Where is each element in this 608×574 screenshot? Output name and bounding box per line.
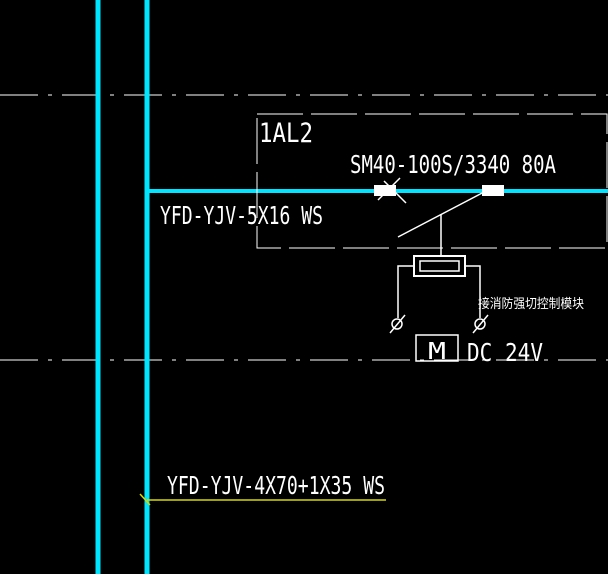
panel-label: 1AL2 <box>259 118 313 149</box>
terminal-right <box>474 318 486 330</box>
terminal-left <box>391 318 403 330</box>
breaker-x-mark-b <box>377 177 401 201</box>
motor-box <box>415 334 459 362</box>
terminal-left-slash <box>389 314 406 334</box>
voltage-label: DC 24V <box>467 338 543 367</box>
breaker-contact-left <box>374 185 396 196</box>
breaker-blade <box>397 190 487 238</box>
control-module-note: 接消防强切控制模块 <box>478 296 584 312</box>
cable-label-lower: YFD-YJV-4X70+1X35 WS <box>167 471 385 500</box>
breaker-contact-right <box>482 185 504 196</box>
leader-tick <box>139 493 151 506</box>
cable-label-upper: YFD-YJV-5X16 WS <box>160 201 323 230</box>
trip-coil-inner <box>419 260 460 272</box>
breaker-label: SM40-100S/3340 80A <box>350 150 556 179</box>
panel-box <box>256 113 608 249</box>
trip-coil-outer <box>413 255 466 277</box>
terminal-right-slash <box>472 314 489 334</box>
breaker-x-mark-a <box>383 180 407 204</box>
motor-label: M <box>428 339 446 365</box>
coil-lead-right <box>465 265 481 318</box>
coil-lead-left <box>397 265 414 318</box>
